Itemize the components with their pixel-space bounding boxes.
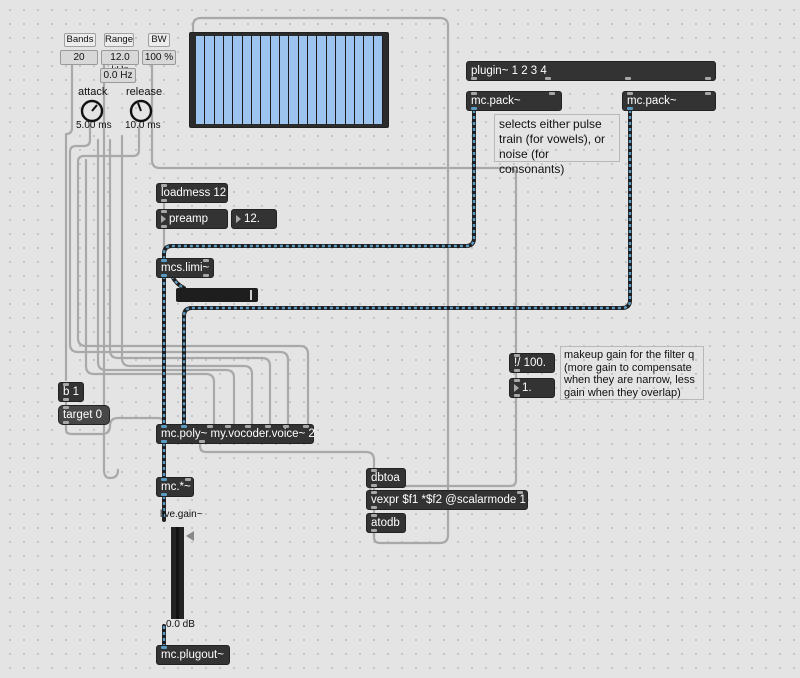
- divide-object[interactable]: !/ 100.: [509, 353, 555, 373]
- band-multislider[interactable]: [189, 32, 389, 128]
- level-meter: [176, 288, 258, 302]
- selects-comment: selects either pulse train (for vowels),…: [494, 114, 620, 176]
- mc-plugout-object[interactable]: mc.plugout~: [156, 645, 230, 665]
- multislider-bar[interactable]: [261, 36, 271, 124]
- multislider-bar[interactable]: [233, 36, 243, 124]
- multislider-bar[interactable]: [336, 36, 346, 124]
- multislider-bar[interactable]: [373, 36, 383, 124]
- b1-object[interactable]: b 1: [58, 382, 84, 402]
- multislider-bar[interactable]: [298, 36, 309, 124]
- multislider-bar[interactable]: [317, 36, 327, 124]
- multislider-bar[interactable]: [196, 36, 206, 124]
- preamp-arrow-icon: [161, 214, 166, 223]
- target-message[interactable]: target 0: [58, 405, 110, 425]
- preamp-value-box[interactable]: 12.: [231, 209, 277, 229]
- makeup-comment: makeup gain for the filter q (more gain …: [560, 346, 704, 400]
- multislider-bar[interactable]: [308, 36, 318, 124]
- value-arrow-icon: [236, 214, 241, 223]
- multislider-bar[interactable]: [242, 36, 253, 124]
- bands-header: Bands: [64, 33, 96, 47]
- multislider-bar[interactable]: [280, 36, 290, 124]
- range-low-value[interactable]: 0.0 Hz: [100, 68, 136, 83]
- multislider-bar[interactable]: [364, 36, 374, 124]
- multislider-bar[interactable]: [345, 36, 355, 124]
- preamp-number[interactable]: preamp: [156, 209, 228, 229]
- multislider-bar[interactable]: [354, 36, 365, 124]
- live-gain-value: 0.0 dB: [166, 619, 195, 630]
- vexpr-object[interactable]: vexpr $f1 *$f2 @scalarmode 1: [366, 490, 528, 510]
- live-gain-label: live.gain~: [160, 509, 203, 520]
- live-gain-fader[interactable]: [171, 527, 184, 619]
- plugin-object[interactable]: plugin~ 1 2 3 4: [466, 61, 716, 81]
- bw-value[interactable]: 100 %: [142, 50, 176, 65]
- mc-pack-left[interactable]: mc.pack~: [466, 91, 562, 111]
- atodb-object[interactable]: atodb: [366, 513, 406, 533]
- multislider-bar[interactable]: [270, 36, 281, 124]
- mcs-limi-object[interactable]: mcs.limi~: [156, 258, 214, 278]
- bands-value[interactable]: 20: [60, 50, 98, 65]
- multislider-bar[interactable]: [224, 36, 234, 124]
- attack-value: 5.00 ms: [76, 120, 112, 131]
- range-value[interactable]: 12.0 kHz: [101, 50, 139, 76]
- attack-label: attack: [78, 86, 108, 98]
- release-label: release: [126, 86, 163, 98]
- range-header: Range: [104, 33, 134, 47]
- gain-arrow-icon: [514, 383, 519, 392]
- mc-poly-object[interactable]: mc.poly~ my.vocoder.voice~ 2: [156, 424, 315, 444]
- multislider-bar[interactable]: [326, 36, 337, 124]
- dbtoa-object[interactable]: dbtoa: [366, 468, 406, 488]
- attack-dial[interactable]: [79, 98, 105, 124]
- bw-header: BW: [148, 33, 170, 47]
- multislider-bar[interactable]: [205, 36, 215, 124]
- release-value: 10.0 ms: [125, 120, 161, 131]
- multislider-bar[interactable]: [252, 36, 262, 124]
- release-dial[interactable]: [128, 98, 154, 124]
- mc-multiply-object[interactable]: mc.*~: [156, 477, 194, 497]
- fader-arrow-icon[interactable]: [186, 531, 194, 541]
- multislider-bar[interactable]: [289, 36, 299, 124]
- multislider-bar[interactable]: [214, 36, 225, 124]
- loadmess-object[interactable]: loadmess 12: [156, 183, 228, 203]
- mc-pack-right[interactable]: mc.pack~: [622, 91, 716, 111]
- gain-number[interactable]: 1.: [509, 378, 555, 398]
